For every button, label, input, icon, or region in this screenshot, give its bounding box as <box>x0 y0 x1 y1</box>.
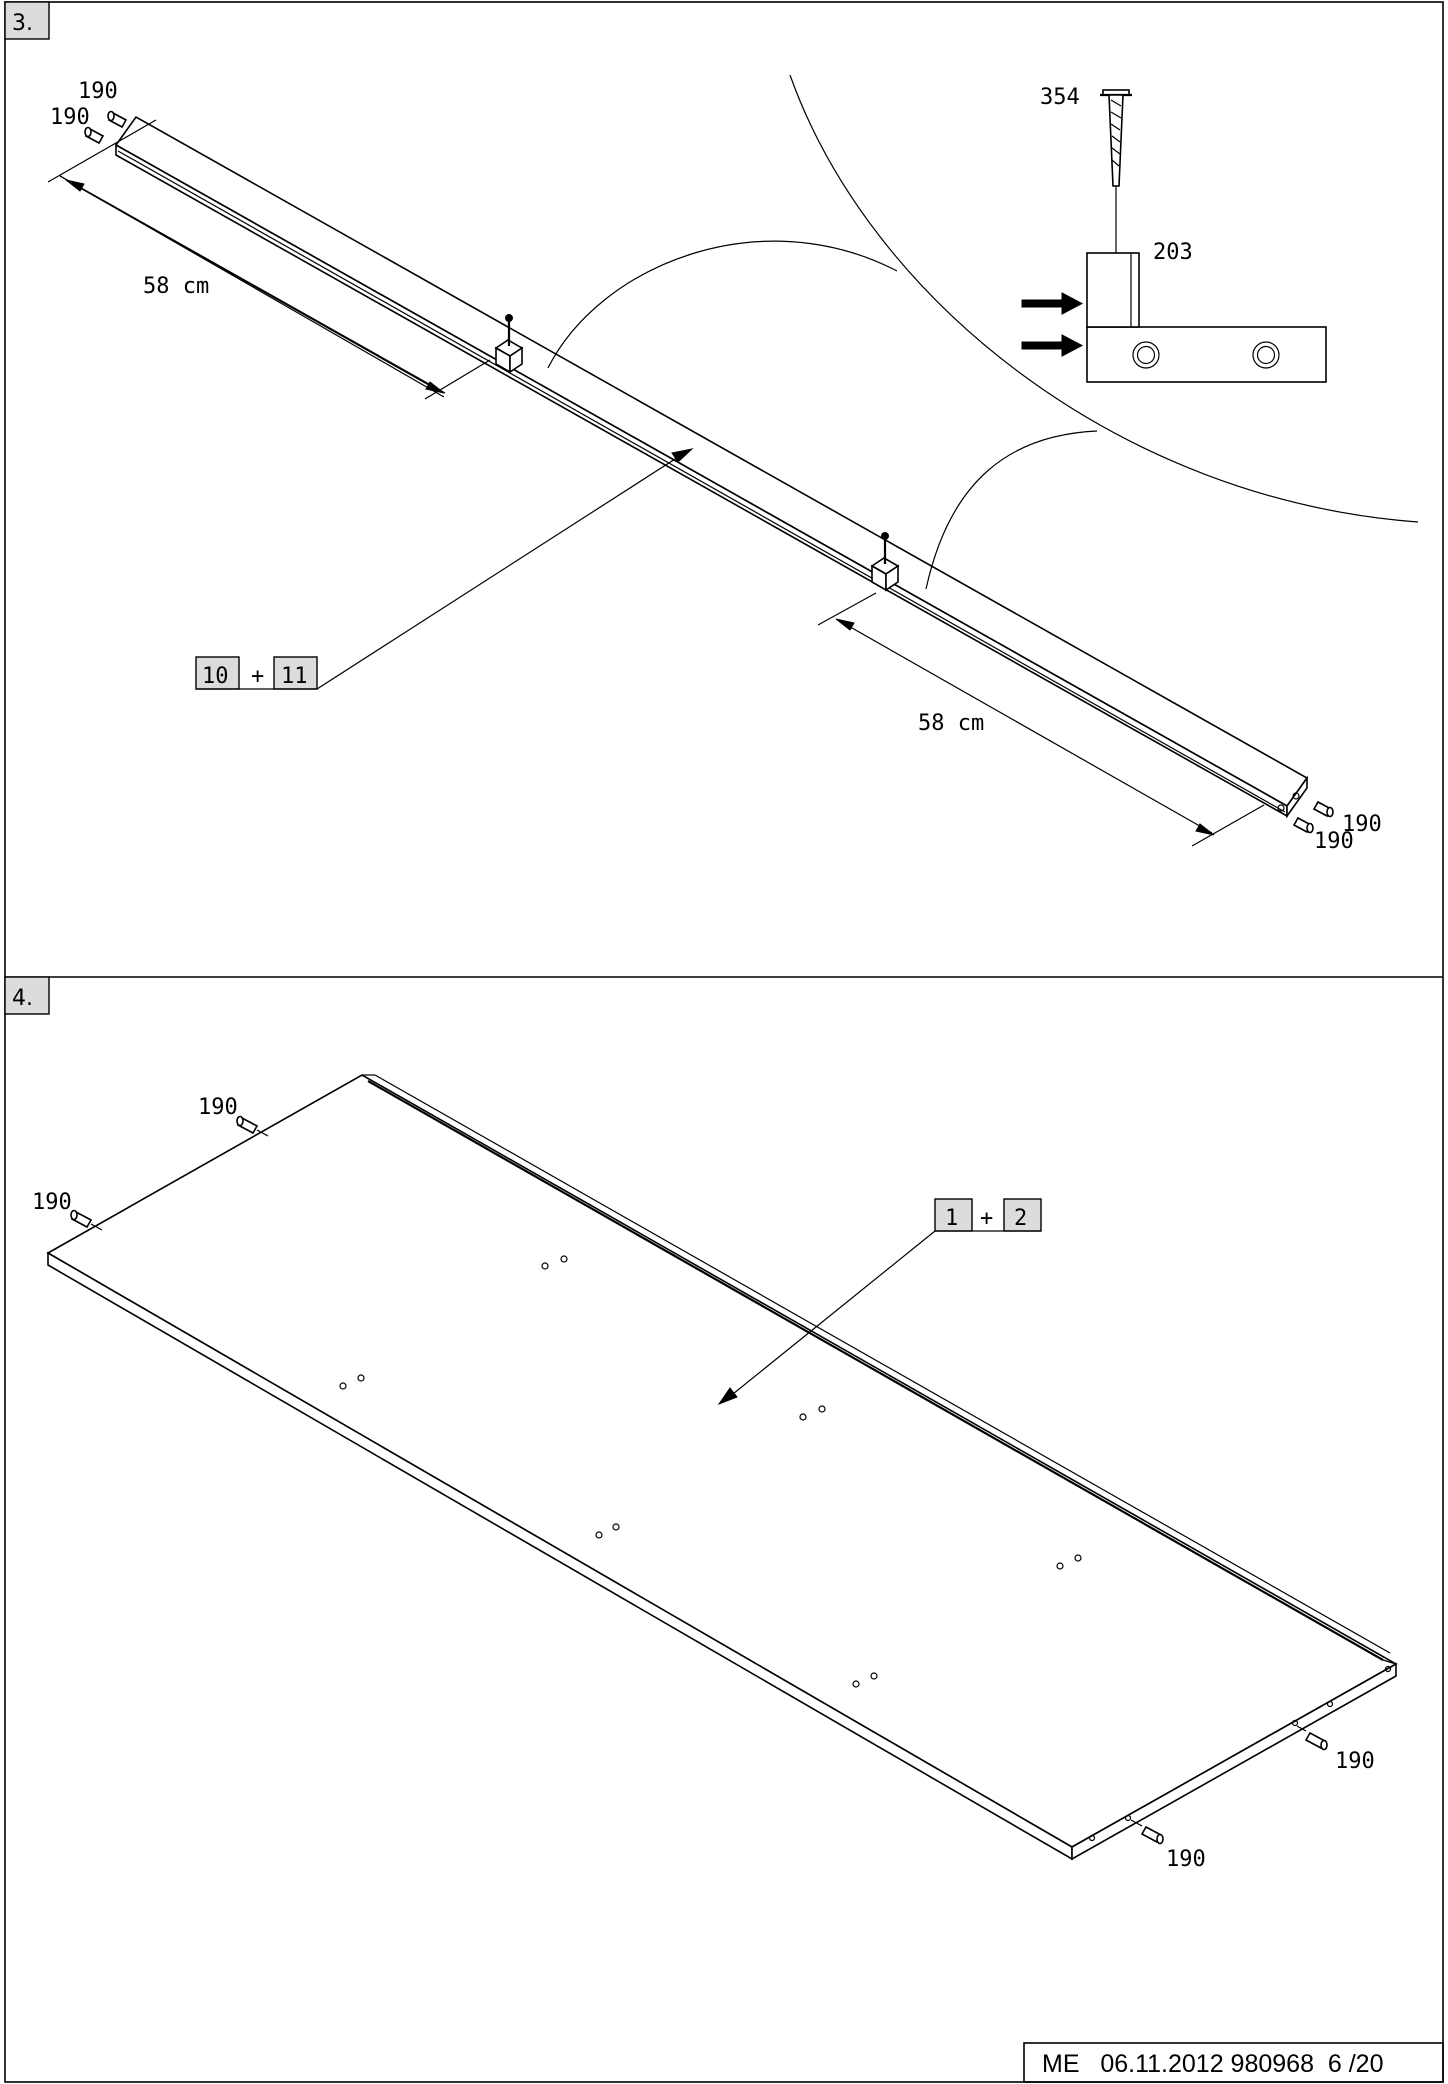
screw-icon <box>1100 89 1132 253</box>
detail-view: 354 203 <box>1021 85 1327 383</box>
dowel-icon <box>1292 816 1314 834</box>
step-4-number-box <box>4 976 50 1015</box>
dowel-icon <box>236 1115 269 1137</box>
part-label-190: 190 <box>50 105 90 130</box>
footer-code-box: ME 06.11.2012 980968 6 /20 <box>1023 2042 1444 2083</box>
panel-reference: 1 + 2 <box>717 1198 1042 1406</box>
part-number-box <box>273 656 318 690</box>
panel-drawing <box>46 1074 1398 1861</box>
dowel-icon <box>1296 1725 1328 1751</box>
step-3-panel: 3. <box>4 1 1419 854</box>
step-4-number: 4. <box>12 986 33 1011</box>
rail-hole <box>1292 792 1300 800</box>
rail-drawing <box>114 115 1309 819</box>
part-label-190: 190 <box>1314 829 1354 854</box>
panel-hole <box>1088 1665 1392 1842</box>
part-number: 10 <box>202 664 229 689</box>
part-label-190: 190 <box>78 79 118 104</box>
detail-callout-arc <box>547 240 898 369</box>
push-arrow-icon <box>1021 292 1084 315</box>
footer-code: ME 06.11.2012 980968 6 /20 <box>1042 2050 1383 2078</box>
arrow-head-icon <box>671 448 694 463</box>
part-label-190: 190 <box>198 1095 238 1120</box>
step-4-panel: 4. <box>4 976 1398 1872</box>
dimension-line <box>817 592 1265 847</box>
part-number: 2 <box>1014 1206 1027 1231</box>
plus-sign: + <box>980 1206 993 1231</box>
dimension-line <box>47 119 491 400</box>
connector-block-icon <box>870 532 900 592</box>
connector-block-icon <box>494 314 524 374</box>
panel-reference: 10 + 11 <box>195 448 694 690</box>
part-number: 11 <box>281 664 308 689</box>
dimension-label: 58 cm <box>918 711 984 736</box>
plus-sign: + <box>251 664 264 689</box>
step-3-number: 3. <box>12 11 33 36</box>
part-label-190: 190 <box>32 1190 72 1215</box>
dowel-icon <box>1312 800 1334 818</box>
part-label-190: 190 <box>1335 1749 1375 1774</box>
detail-callout-arc <box>925 430 1098 590</box>
part-number-box <box>1003 1198 1042 1232</box>
detail-block-203 <box>1086 252 1140 328</box>
step-3-number-box <box>4 1 50 40</box>
page-frame <box>4 1 1444 2083</box>
surface-holes <box>339 1255 1082 1688</box>
dowel-icon <box>84 126 105 145</box>
part-number: 1 <box>945 1206 958 1231</box>
block-label: 203 <box>1153 240 1193 265</box>
dowel-icon <box>1130 1819 1164 1845</box>
push-arrow-icon <box>1021 334 1084 357</box>
detail-rail-section <box>1086 326 1327 383</box>
dowel-icon <box>70 1209 103 1231</box>
dimension-label: 58 cm <box>143 274 209 299</box>
rail-hole <box>1277 804 1285 812</box>
detail-callout-arc <box>789 74 1419 523</box>
part-label-190: 190 <box>1166 1847 1206 1872</box>
part-label-190: 190 <box>1342 812 1382 837</box>
dowel-icon <box>107 110 128 129</box>
arrow-head-icon <box>717 1387 738 1406</box>
screw-label: 354 <box>1040 85 1080 110</box>
